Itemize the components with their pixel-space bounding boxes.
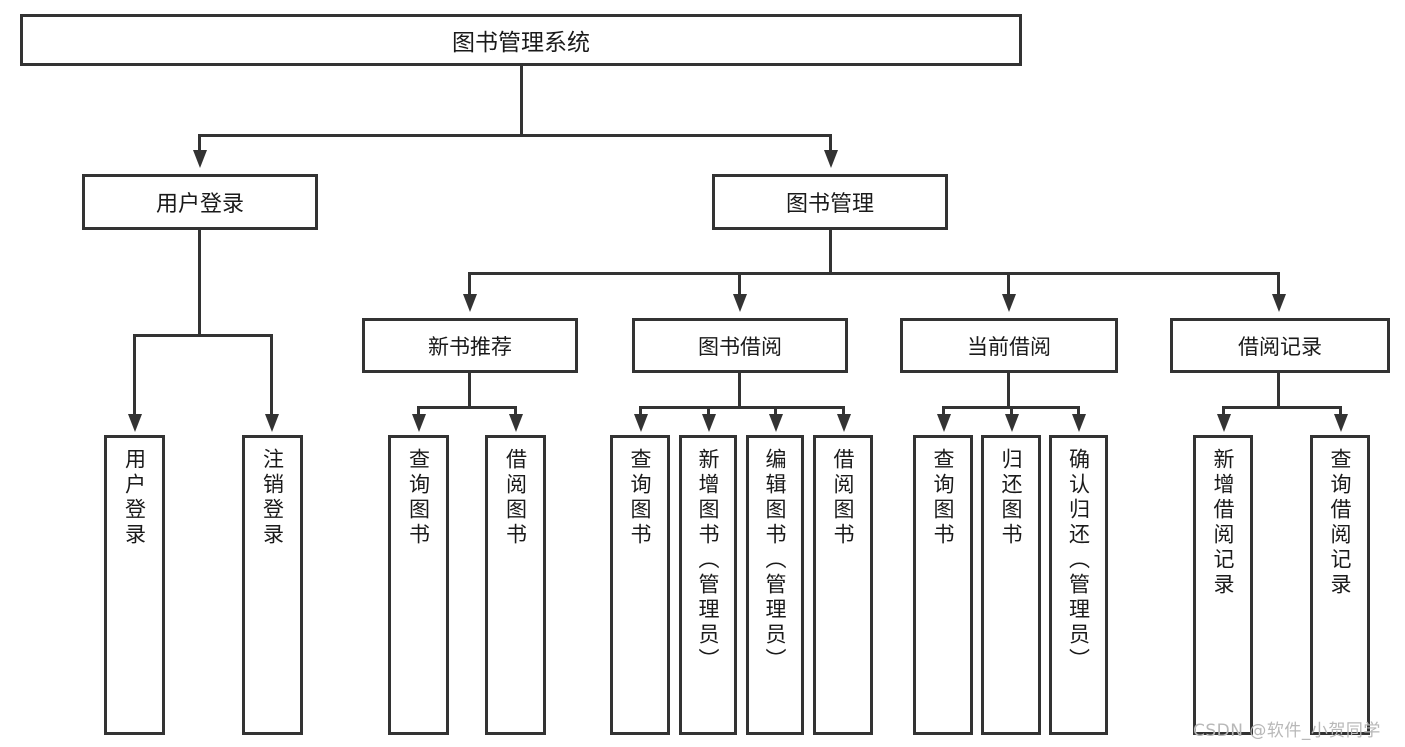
arrow-newbook-to-leaf2 <box>509 414 523 432</box>
arrow-borrow-to-leaf1 <box>634 414 648 432</box>
node-leaf-query-book-label: 查询图书 <box>628 448 653 548</box>
node-user-login-label: 用户登录 <box>155 192 244 217</box>
arrow-record-to-leaf1 <box>1217 414 1231 432</box>
edge-current-to-leaf1 <box>942 406 945 418</box>
node-new-book-recommend-label: 新书推荐 <box>428 334 512 359</box>
csdn-watermark: CSDN @软件_小贺同学 <box>1193 721 1381 741</box>
node-user-login[interactable]: 用户登录 <box>82 174 318 230</box>
edge-login-to-leaf1 <box>133 334 136 418</box>
edge-borrow-to-leaf3 <box>774 406 777 418</box>
arrow-bookmgmt-to-current <box>1002 294 1016 312</box>
edge-record-stem <box>1277 373 1280 406</box>
node-leaf-add-book-admin[interactable]: 新增图书（管理员） <box>679 435 737 735</box>
node-book-borrow-label: 图书借阅 <box>698 334 782 359</box>
node-leaf-borrow-book-recommend[interactable]: 借阅图书 <box>485 435 546 735</box>
edge-login-stem <box>198 230 201 334</box>
node-leaf-borrow-book-recommend-label: 借阅图书 <box>503 448 528 548</box>
node-leaf-query-book-recommend-label: 查询图书 <box>406 448 431 548</box>
edge-borrow-to-leaf2 <box>707 406 710 418</box>
arrow-borrow-to-leaf4 <box>837 414 851 432</box>
edge-newbook-to-leaf1 <box>417 406 420 418</box>
edge-current-to-leaf2 <box>1010 406 1013 418</box>
node-new-book-recommend[interactable]: 新书推荐 <box>362 318 578 373</box>
arrow-current-to-leaf2 <box>1005 414 1019 432</box>
edge-record-bus <box>1222 406 1341 409</box>
arrow-login-to-leaf2 <box>265 414 279 432</box>
edge-newbook-stem <box>468 373 471 406</box>
edge-borrow-to-leaf4 <box>842 406 845 418</box>
edge-current-stem <box>1007 373 1010 406</box>
node-leaf-logout[interactable]: 注销登录 <box>242 435 303 735</box>
edge-newbook-to-leaf2 <box>514 406 517 418</box>
node-root[interactable]: 图书管理系统 <box>20 14 1022 66</box>
node-leaf-confirm-return-admin-label: 确认归还（管理员） <box>1066 448 1091 673</box>
node-leaf-add-book-admin-label: 新增图书（管理员） <box>696 448 721 673</box>
node-leaf-logout-label: 注销登录 <box>260 448 285 548</box>
node-leaf-user-login-label: 用户登录 <box>122 448 147 548</box>
arrow-login-to-leaf1 <box>128 414 142 432</box>
arrow-current-to-leaf1 <box>937 414 951 432</box>
arrow-newbook-to-leaf1 <box>412 414 426 432</box>
node-leaf-query-book-current-label: 查询图书 <box>931 448 956 548</box>
arrow-borrow-to-leaf2 <box>702 414 716 432</box>
edge-bookmgmt-to-newbook <box>468 272 471 298</box>
edge-bookmgmt-to-current <box>1007 272 1010 298</box>
node-leaf-edit-book-admin-label: 编辑图书（管理员） <box>763 448 788 673</box>
node-leaf-return-book[interactable]: 归还图书 <box>981 435 1041 735</box>
node-borrow-record-label: 借阅记录 <box>1238 334 1322 359</box>
node-leaf-confirm-return-admin[interactable]: 确认归还（管理员） <box>1049 435 1108 735</box>
edge-borrow-to-leaf1 <box>639 406 642 418</box>
node-current-borrow[interactable]: 当前借阅 <box>900 318 1118 373</box>
node-leaf-edit-book-admin[interactable]: 编辑图书（管理员） <box>746 435 804 735</box>
node-leaf-borrow-book-label: 借阅图书 <box>831 448 856 548</box>
node-book-management-label: 图书管理 <box>785 192 874 217</box>
edge-root-bus <box>198 134 832 137</box>
node-current-borrow-label: 当前借阅 <box>967 334 1051 359</box>
edge-root-to-bookmgmt <box>829 134 832 154</box>
node-book-borrow[interactable]: 图书借阅 <box>632 318 848 373</box>
node-leaf-add-borrow-record[interactable]: 新增借阅记录 <box>1193 435 1253 735</box>
node-leaf-add-borrow-record-label: 新增借阅记录 <box>1211 448 1236 598</box>
edge-root-to-login <box>198 134 201 154</box>
edge-current-to-leaf3 <box>1077 406 1080 418</box>
edge-bookmgmt-stem <box>829 230 832 272</box>
edge-record-to-leaf1 <box>1222 406 1225 418</box>
arrow-bookmgmt-to-newbook <box>463 294 477 312</box>
node-book-management[interactable]: 图书管理 <box>712 174 948 230</box>
edge-borrow-stem <box>738 373 741 406</box>
arrow-borrow-to-leaf3 <box>769 414 783 432</box>
arrow-bookmgmt-to-record <box>1272 294 1286 312</box>
arrow-current-to-leaf3 <box>1072 414 1086 432</box>
edge-login-bus <box>133 334 272 337</box>
edge-newbook-bus <box>417 406 517 409</box>
node-leaf-return-book-label: 归还图书 <box>999 448 1024 548</box>
edge-bookmgmt-to-borrow <box>738 272 741 298</box>
node-root-label: 图书管理系统 <box>452 30 590 56</box>
edge-bookmgmt-to-record <box>1277 272 1280 298</box>
node-leaf-query-book[interactable]: 查询图书 <box>610 435 670 735</box>
arrow-root-to-login <box>193 150 207 168</box>
node-leaf-query-book-current[interactable]: 查询图书 <box>913 435 973 735</box>
edge-bookmgmt-bus <box>468 272 1280 275</box>
arrow-root-to-bookmgmt <box>824 150 838 168</box>
arrow-record-to-leaf2 <box>1334 414 1348 432</box>
edge-root-stem <box>520 66 523 134</box>
node-borrow-record[interactable]: 借阅记录 <box>1170 318 1390 373</box>
node-leaf-borrow-book[interactable]: 借阅图书 <box>813 435 873 735</box>
edge-login-to-leaf2 <box>270 334 273 418</box>
edge-borrow-bus <box>639 406 844 409</box>
edge-record-to-leaf2 <box>1339 406 1342 418</box>
node-leaf-query-borrow-record-label: 查询借阅记录 <box>1328 448 1353 598</box>
node-leaf-query-borrow-record[interactable]: 查询借阅记录 <box>1310 435 1370 735</box>
node-leaf-query-book-recommend[interactable]: 查询图书 <box>388 435 449 735</box>
node-leaf-user-login[interactable]: 用户登录 <box>104 435 165 735</box>
arrow-bookmgmt-to-borrow <box>733 294 747 312</box>
